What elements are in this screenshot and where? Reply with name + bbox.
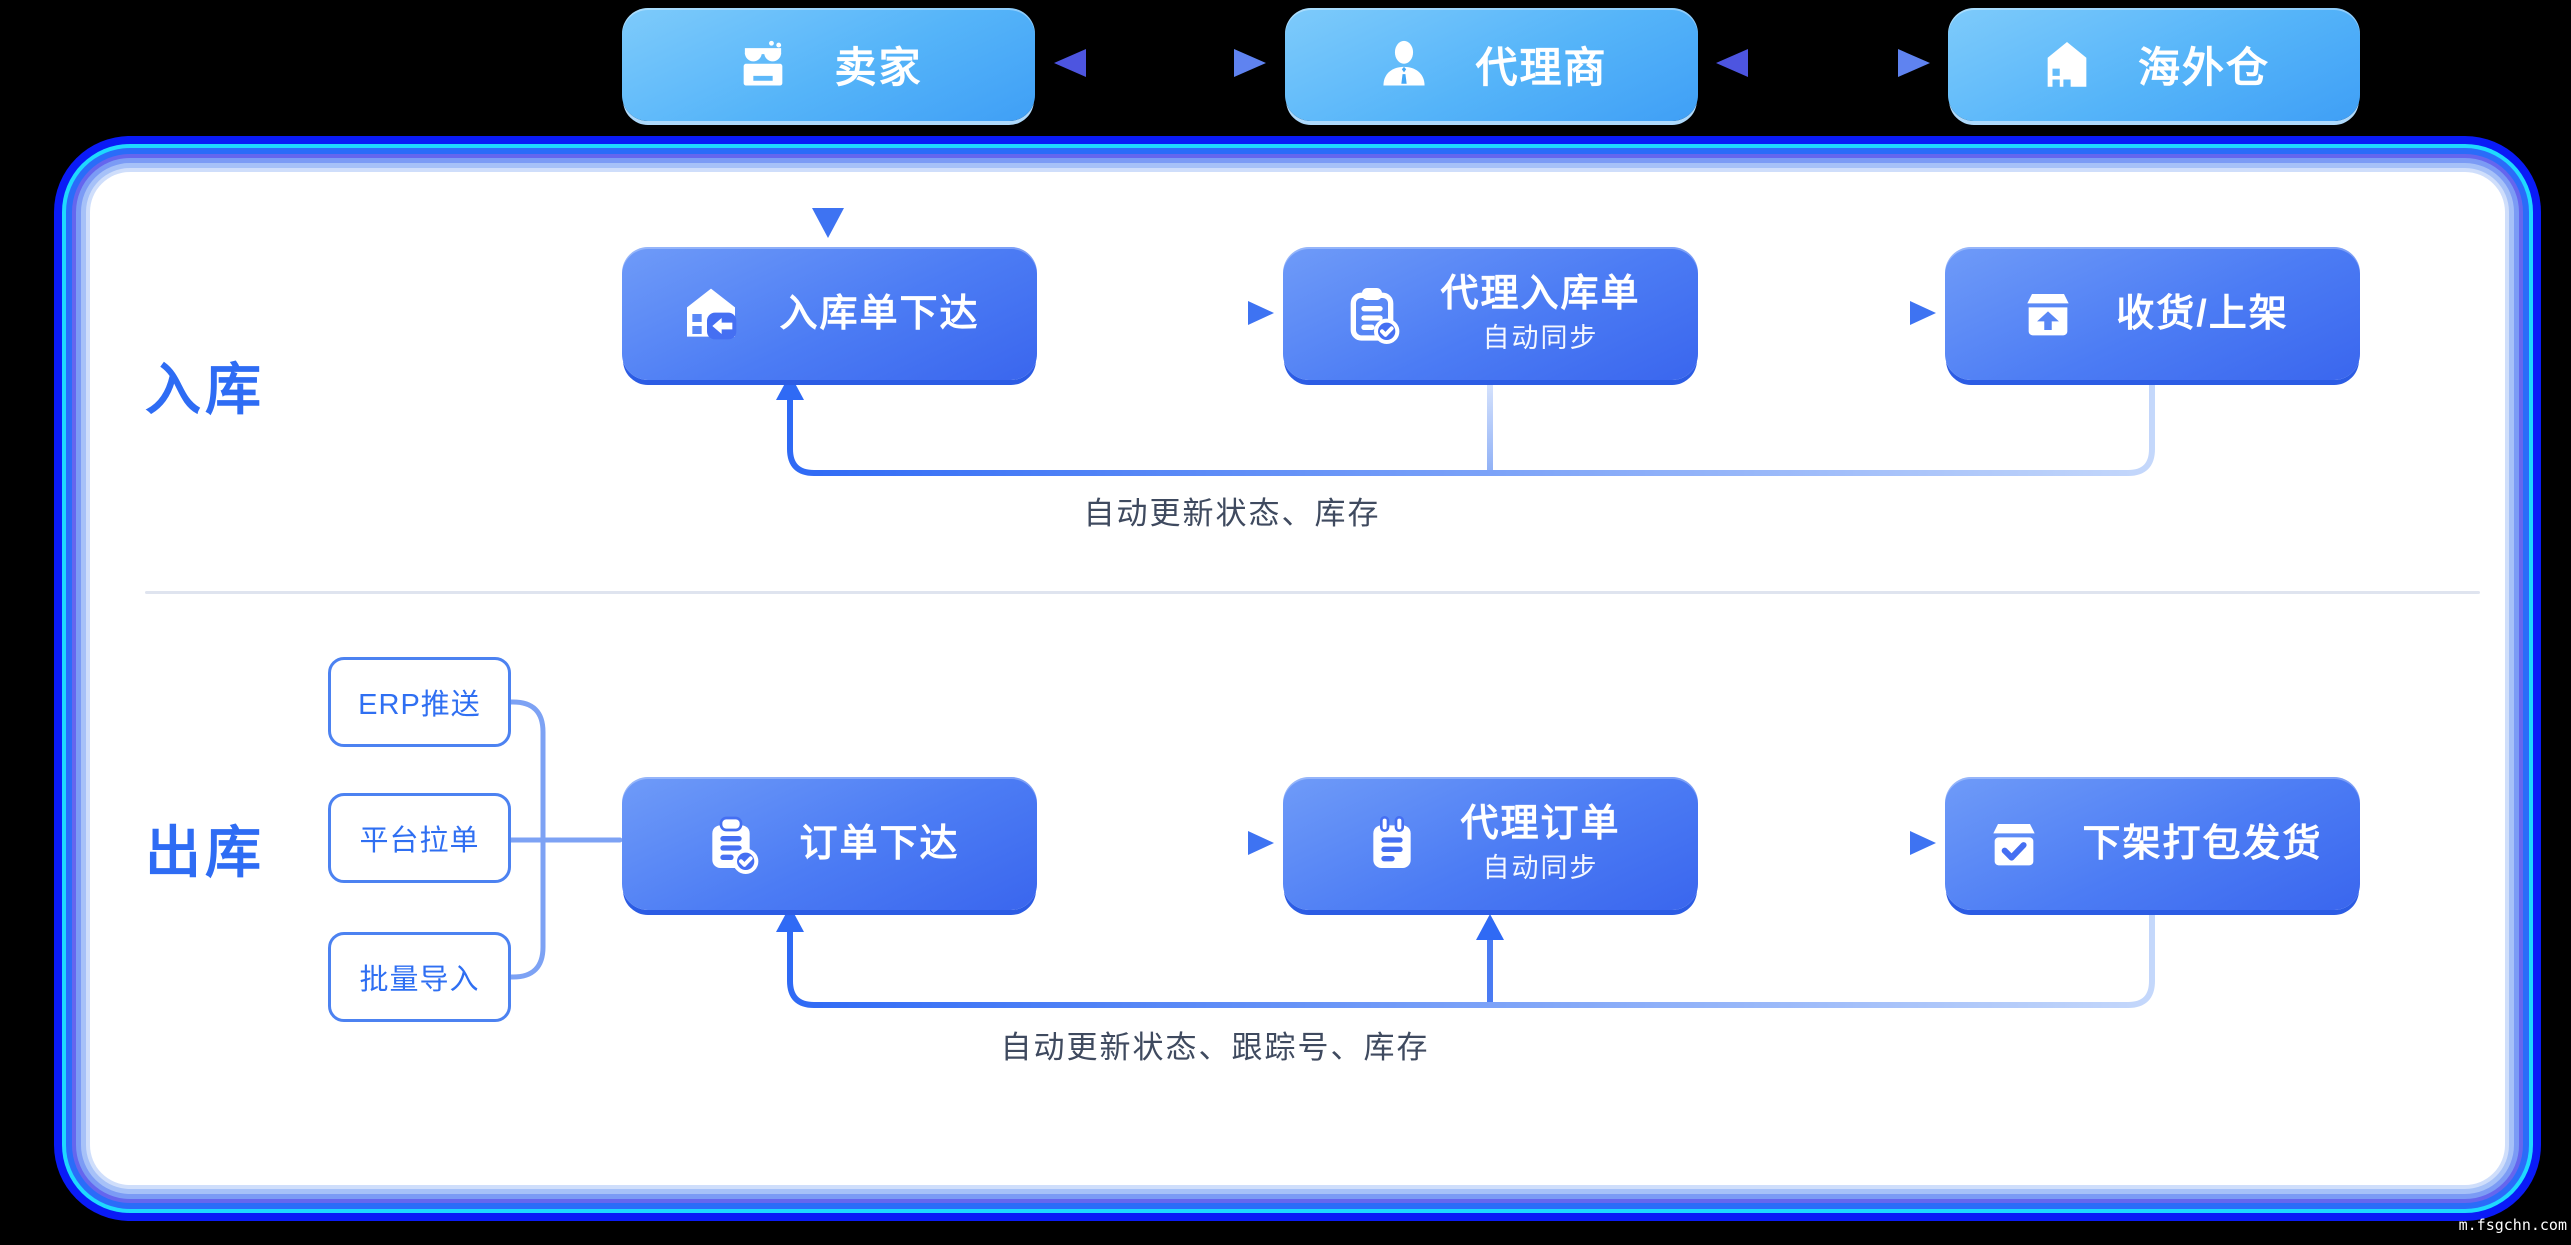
notepad-icon [1373, 815, 1412, 868]
agent-person-icon [1383, 40, 1426, 86]
node-overseas-warehouse: 海外仓 [1948, 8, 2360, 121]
step-title: 收货/上架 [2116, 292, 2289, 335]
arrow-inbound-step2-3 [1707, 301, 1936, 325]
node-order-issue: 订单下达 [622, 777, 1037, 910]
box-arrow-up-icon [2027, 293, 2069, 335]
node-agent-inbound-order: 代理入库单 自动同步 [1283, 247, 1698, 380]
clipboard-check-icon [1351, 287, 1400, 344]
step-subtitle: 自动同步 [1482, 323, 1599, 353]
node-receive-shelve: 收货/上架 [1945, 247, 2360, 380]
node-inbound-order-issue: 入库单下达 [622, 247, 1037, 380]
outbound-loop-caption: 自动更新状态、跟踪号、库存 [1000, 1030, 1430, 1065]
warehouse-in-icon [687, 288, 737, 339]
source-label: 平台拉单 [359, 825, 480, 857]
storefront-icon [744, 40, 783, 86]
arrow-outbound-step1-2 [1046, 831, 1274, 855]
source-label: ERP推送 [358, 689, 481, 721]
arrow-seller-to-inbound [812, 124, 844, 238]
arrow-inbound-step1-2 [1046, 301, 1274, 325]
source-label: 批量导入 [359, 964, 480, 996]
node-seller: 卖家 [622, 8, 1035, 121]
source-batch-import: 批量导入 [328, 932, 511, 1022]
watermark: m.fsgchn.com [2458, 1216, 2567, 1234]
source-erp-push: ERP推送 [328, 657, 511, 747]
node-agent: 代理商 [1285, 8, 1698, 121]
step-title: 订单下达 [799, 822, 960, 865]
inbound-loop-caption: 自动更新状态、库存 [1083, 496, 1381, 531]
arrow-outbound-step2-3 [1707, 831, 1936, 855]
box-check-icon [1993, 823, 2036, 865]
node-label: 卖家 [834, 44, 923, 91]
inbound-feedback-loop [776, 374, 2155, 476]
step-title: 代理订单 [1460, 803, 1621, 845]
arrow-seller-agent [1054, 49, 1266, 77]
clipboard-check-icon [712, 816, 759, 874]
outbound-feedback-loop [776, 906, 2155, 1008]
step-title: 入库单下达 [779, 292, 980, 335]
outbound-section-label: 出库 [145, 821, 265, 884]
step-title: 下架打包发货 [2082, 822, 2323, 865]
node-label: 代理商 [1475, 44, 1608, 91]
outbound-source-bracket [508, 699, 623, 980]
node-label: 海外仓 [2137, 44, 2270, 91]
step-title: 代理入库单 [1440, 273, 1641, 315]
source-platform-pull: 平台拉单 [328, 793, 511, 883]
node-pick-pack-ship: 下架打包发货 [1945, 777, 2360, 910]
overseas-warehouse-icon [2047, 41, 2087, 87]
inbound-section-label: 入库 [145, 358, 265, 421]
node-agent-order: 代理订单 自动同步 [1283, 777, 1698, 910]
section-divider [145, 591, 2480, 594]
arrow-agent-warehouse [1716, 49, 1930, 77]
step-subtitle: 自动同步 [1482, 853, 1599, 883]
